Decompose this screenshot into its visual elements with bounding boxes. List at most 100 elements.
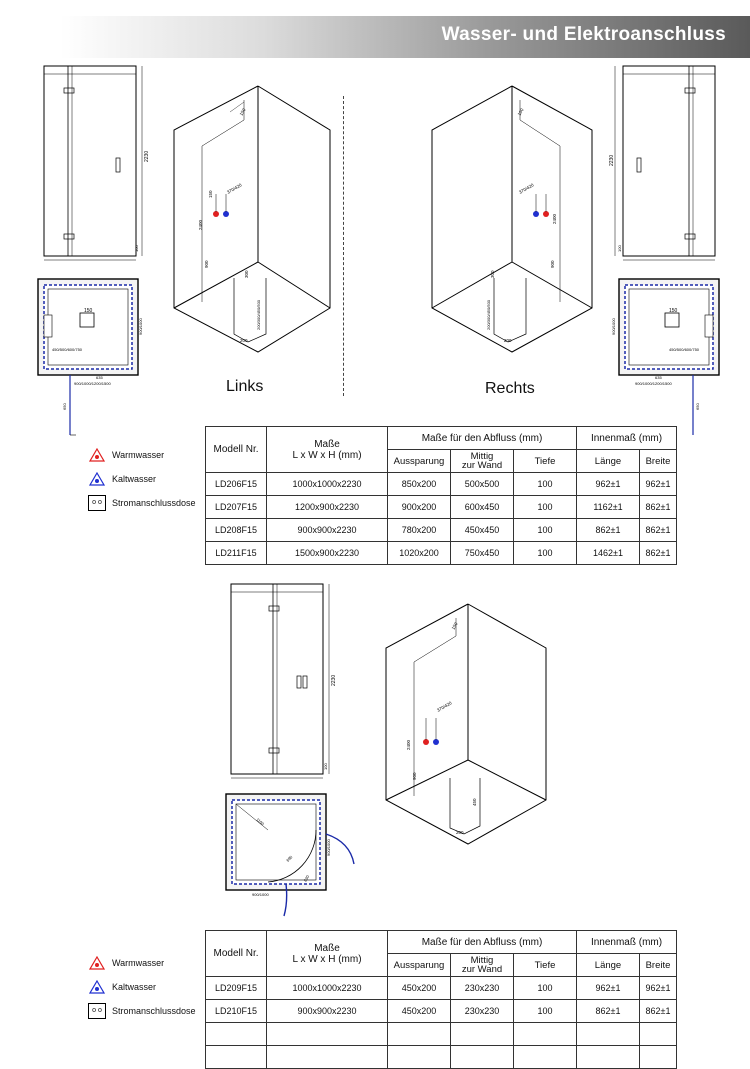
- b-dim-200: 200: [456, 830, 464, 835]
- b-dim-900-1000b: 900/1000: [252, 892, 269, 897]
- cold-water-icon: [88, 979, 106, 995]
- table-cell: 1000x1000x2230: [266, 472, 388, 496]
- divider-dashed: [343, 96, 344, 396]
- dim-635: 635: [96, 375, 103, 380]
- th-innen-b: Innenmaß (mm): [576, 930, 677, 954]
- legend-warm-label: Warmwasser: [112, 450, 165, 460]
- th-laenge: Länge: [576, 449, 640, 473]
- dim-2400-r: 2400: [552, 213, 557, 224]
- th-innen: Innenmaß (mm): [576, 426, 677, 450]
- th-aussparung: Aussparung: [387, 449, 451, 473]
- table-cell: [387, 1022, 451, 1046]
- left-plan-drawing: 150 450/500/600/750 900/1000 650 635 900…: [37, 278, 143, 436]
- table-cell: [639, 1022, 677, 1046]
- table-cell: 100: [513, 472, 577, 496]
- dim-450-750: 450/500/600/750: [52, 347, 83, 352]
- legend-warm-b: Warmwasser: [88, 951, 196, 975]
- table-cell: 600x450: [450, 495, 514, 519]
- th-tiefe: Tiefe: [513, 449, 577, 473]
- socket-icon: o o: [88, 1003, 106, 1019]
- table-cell: 500x500: [450, 472, 514, 496]
- table-cell: 900x200: [387, 495, 451, 519]
- table-cell: [205, 1045, 267, 1069]
- th-breite-b: Breite: [639, 953, 677, 977]
- dim-150-b: 150: [208, 190, 213, 198]
- dim-450-750-r: 450/500/600/750: [669, 347, 700, 352]
- legend-kalt-b: Kaltwasser: [88, 975, 196, 999]
- dim-150-top: 150: [239, 107, 247, 116]
- dim-900: 900: [204, 260, 209, 268]
- table-cell: 962±1: [639, 472, 677, 496]
- table-cell: 962±1: [576, 472, 640, 496]
- legend-kalt-label-b: Kaltwasser: [112, 982, 157, 992]
- table-cell: 100: [513, 976, 577, 1000]
- table-row-empty: [205, 1022, 677, 1046]
- legend-warm: Warmwasser: [88, 443, 196, 467]
- label-links: Links: [226, 378, 264, 395]
- dim-900-1000: 900/1000: [138, 318, 143, 335]
- table-cell: 230x230: [450, 976, 514, 1000]
- bottom-elevation-drawing: 2230 100: [230, 583, 337, 779]
- warm-water-icon: [88, 447, 106, 463]
- table-cell: 962±1: [576, 976, 640, 1000]
- table-cell: 780x200: [387, 518, 451, 542]
- legend-warm-label-b: Warmwasser: [112, 958, 165, 968]
- b-dim-900-1000: 900/1000: [326, 839, 331, 856]
- table-cell: 862±1: [639, 495, 677, 519]
- b-dim-2230: 2230: [331, 675, 337, 686]
- table-cell: 100: [513, 495, 577, 519]
- b-dim-2400: 2400: [406, 739, 411, 750]
- dim-370-420-r: 370/420: [518, 182, 535, 195]
- th-laenge-b: Länge: [576, 953, 640, 977]
- dim-100-r: 100: [517, 107, 525, 116]
- b-dim-630: 630: [303, 874, 311, 883]
- dim-150-rp: 150: [669, 308, 678, 314]
- dim-100-re: 100: [617, 245, 622, 252]
- b-dim-450: 450: [472, 798, 477, 806]
- right-iso-wall-drawing: 100 370/420 2400 900 300 200/300/450/500…: [431, 85, 593, 353]
- table-cell: 862±1: [639, 999, 677, 1023]
- th-abfluss-b: Maße für den Abfluss (mm): [387, 930, 577, 954]
- th-modell: Modell Nr.: [205, 426, 267, 473]
- table-cell: LD207F15: [205, 495, 267, 519]
- table-cell: LD206F15: [205, 472, 267, 496]
- table-cell: [513, 1045, 577, 1069]
- table-cell: 450x450: [450, 518, 514, 542]
- table-cell: 450x200: [387, 976, 451, 1000]
- table-cell: LD210F15: [205, 999, 267, 1023]
- legend-kalt-label: Kaltwasser: [112, 474, 157, 484]
- table-cell: [576, 1045, 640, 1069]
- table-cell: [639, 1045, 677, 1069]
- legend-bottom: Warmwasser Kaltwasser o o Stromanschluss…: [88, 951, 196, 1023]
- table-cell: 1200x900x2230: [266, 495, 388, 519]
- legend-strom-label: Stromanschlussdose: [112, 498, 196, 508]
- dim-300: 300: [244, 270, 249, 278]
- table-cell: 100: [513, 999, 577, 1023]
- cold-water-icon: [88, 471, 106, 487]
- dim-300-r: 300: [490, 270, 495, 278]
- dim-200-500: 200/300/450/500: [256, 299, 261, 330]
- th-modell-b: Modell Nr.: [205, 930, 267, 977]
- table-cell: 1500x900x2230: [266, 541, 388, 565]
- table-row-empty: [205, 1045, 677, 1069]
- table-cell: 450x200: [387, 999, 451, 1023]
- dim-900-1000-r: 900/1000: [611, 318, 616, 335]
- table-cell: LD211F15: [205, 541, 267, 565]
- table-cell: 100: [513, 518, 577, 542]
- table-cell: LD208F15: [205, 518, 267, 542]
- dim-2230-r: 2230: [609, 155, 615, 166]
- legend-kalt: Kaltwasser: [88, 467, 196, 491]
- b-dim-150: 150: [451, 621, 459, 630]
- warm-water-icon: [88, 955, 106, 971]
- legend-strom: o o Stromanschlussdose: [88, 491, 196, 515]
- th-tiefe-b: Tiefe: [513, 953, 577, 977]
- b-dim-370-420: 370/420: [436, 700, 453, 713]
- table-cell: 962±1: [639, 976, 677, 1000]
